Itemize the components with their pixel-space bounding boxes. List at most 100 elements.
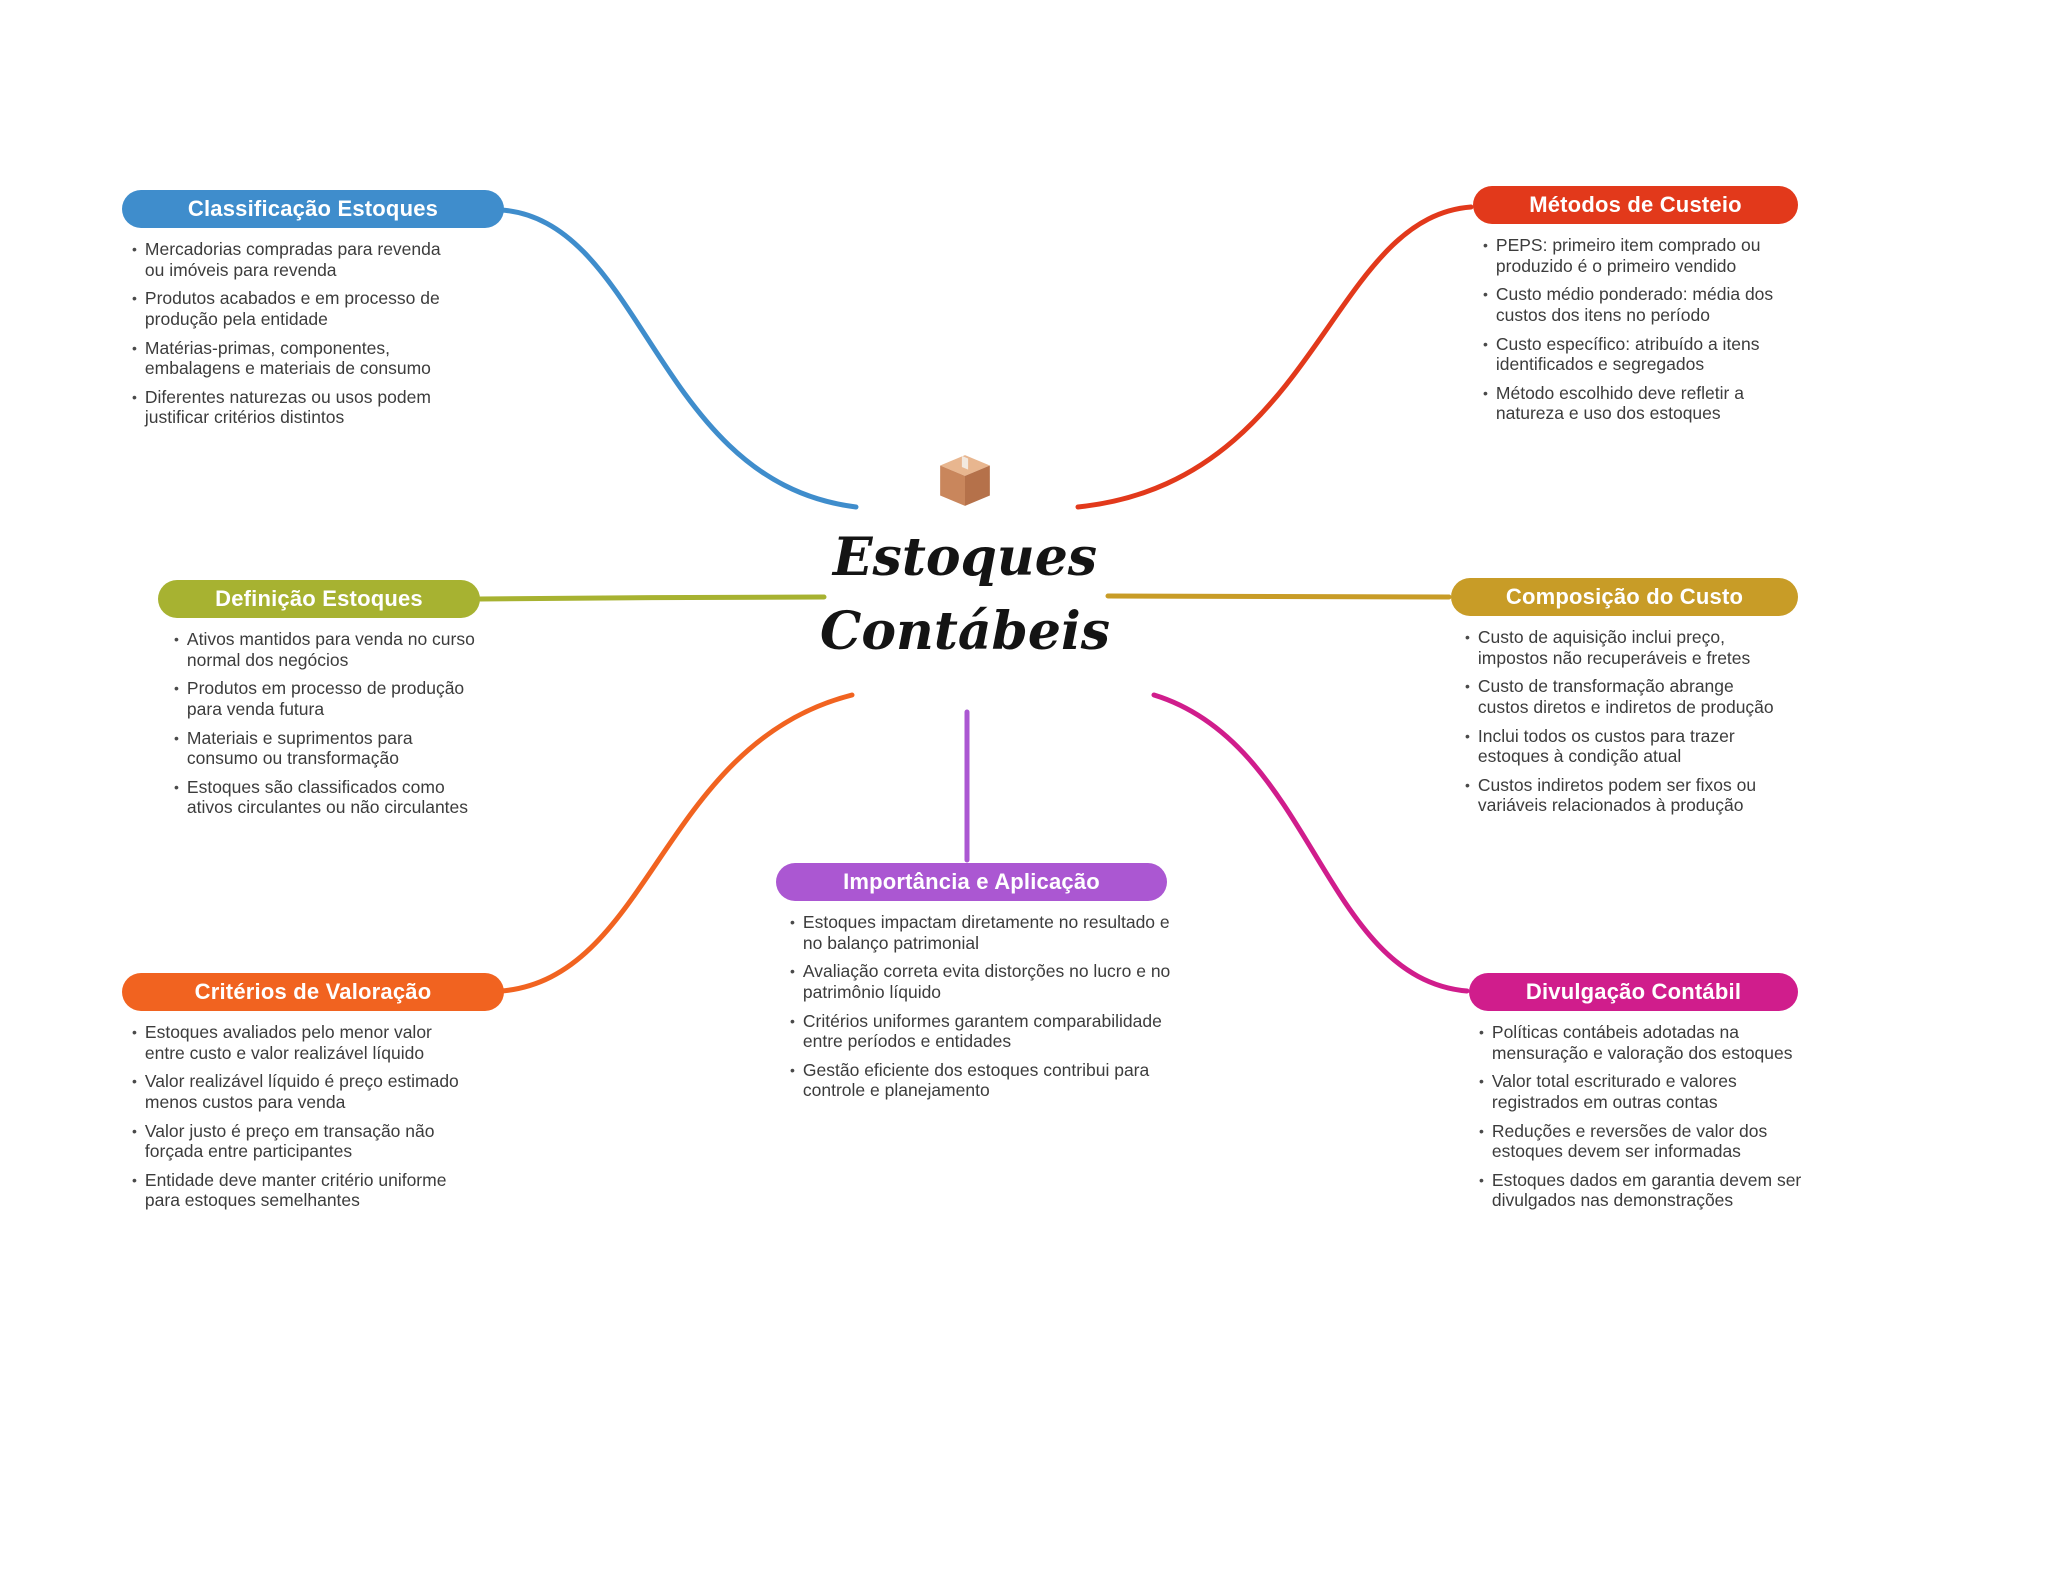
bullet-dot: • — [790, 963, 795, 980]
bullet-dot: • — [174, 729, 179, 746]
node-label: Importância e Aplicação — [843, 869, 1100, 894]
bullet-item: • Valor justo é preço em transação não fo… — [132, 1121, 462, 1162]
bullet-text: Custo específico: atribuído a itens iden… — [1495, 333, 1760, 375]
bullet-item: • Custo específico: atribuído a itens ide… — [1483, 334, 1801, 375]
bullet-text: Diferentes naturezas ou usos podem justi… — [144, 386, 431, 428]
bullet-item: •Produtos em processo de produção para v… — [174, 678, 482, 719]
bullet-dot: • — [132, 388, 137, 405]
connector-divulgacao — [1151, 692, 1470, 994]
bullet-item: • Estoques impactam diretamente no result… — [790, 912, 1172, 953]
node-divulgacao: Divulgação Contábil • Políticas contábeis… — [1469, 973, 1801, 1211]
bullet-text: Políticas contábeis adotadas na mensuraç… — [1491, 1022, 1793, 1063]
node-definicao-bullets: • Ativos mantidos para venda no curso nor… — [158, 629, 482, 818]
center-title-line2: Contábeis — [819, 600, 1111, 662]
bullet-text: Estoques são classificados como ativos c… — [186, 776, 469, 818]
node-criterios: Critérios de Valoração •Estoques avaliad… — [122, 973, 504, 1211]
node-label: Definição Estoques — [215, 586, 423, 611]
bullet-text: Produtos em processo de produção para ve… — [186, 678, 465, 719]
bullet-dot: • — [790, 1012, 795, 1029]
center-topic[interactable]: Estoques Contábeis — [765, 452, 1165, 669]
node-classificacao: Classificação Estoques • Mercadorias comp… — [122, 190, 504, 428]
bullet-dot: • — [1465, 727, 1470, 744]
node-composicao: Composição do Custo •Custo de aquisição … — [1451, 578, 1798, 816]
node-classificacao-header[interactable]: Classificação Estoques — [122, 190, 504, 228]
package-icon — [940, 455, 990, 506]
bullet-item: • Avaliação correta evita distorções no l… — [790, 961, 1172, 1002]
node-importancia: Importância e Aplicação • Estoques impact… — [776, 863, 1170, 1101]
bullet-text: Estoques impactam diretamente no resulta… — [802, 912, 1170, 953]
connector-criterios — [499, 692, 855, 994]
bullet-text: Método escolhido deve refletir a naturez… — [1495, 382, 1744, 424]
bullet-text: Reduções e reversões de valor dos estoqu… — [1491, 1120, 1768, 1162]
center-title: Estoques Contábeis — [765, 521, 1165, 669]
node-composicao-header[interactable]: Composição do Custo — [1451, 578, 1798, 616]
bullet-item: • Ativos mantidos para venda no curso nor… — [174, 629, 482, 670]
node-criterios-bullets: •Estoques avaliados pelo menor valor ent… — [122, 1022, 462, 1211]
bullet-text: Avaliação correta evita distorções no lu… — [802, 961, 1171, 1002]
bullet-dot: • — [1483, 237, 1488, 253]
node-definicao-header[interactable]: Definição Estoques — [158, 580, 480, 618]
node-importancia-bullets: • Estoques impactam diretamente no result… — [776, 912, 1172, 1101]
connector-definicao — [477, 594, 827, 602]
node-criterios-header[interactable]: Critérios de Valoração — [122, 973, 504, 1011]
bullet-text: Inclui todos os custos para trazer estoq… — [1477, 725, 1735, 767]
bullet-dot: • — [132, 1171, 137, 1188]
bullet-item: • Políticas contábeis adotadas na mensura… — [1479, 1022, 1803, 1063]
bullet-item: •Custo de aquisição inclui preço, impost… — [1465, 627, 1780, 668]
bullet-item: • Valor realizável líquido é preço estima… — [132, 1071, 462, 1112]
bullet-text: Gestão eficiente dos estoques contribui … — [802, 1059, 1150, 1101]
bullet-dot: • — [174, 631, 179, 647]
bullet-item: • Custos indiretos podem ser fixos ou var… — [1465, 775, 1780, 816]
bullet-item: • Reduções e reversões de valor dos estoq… — [1479, 1121, 1803, 1162]
connector-classificacao — [499, 207, 859, 510]
node-metodos-header[interactable]: Métodos de Custeio — [1473, 186, 1798, 224]
bullet-dot: • — [1483, 286, 1488, 303]
bullet-item: • Método escolhido deve refletir a nature… — [1483, 383, 1801, 424]
bullet-dot: • — [1483, 384, 1488, 401]
bullet-text: Estoques dados em garantia devem ser div… — [1491, 1169, 1802, 1211]
bullet-dot: • — [1479, 1171, 1484, 1188]
bullet-text: Valor total escriturado e valores regist… — [1491, 1071, 1737, 1112]
bullet-item: • Entidade deve manter critério uniforme … — [132, 1170, 462, 1211]
bullet-item: • Estoques dados em garantia devem ser di… — [1479, 1170, 1803, 1211]
bullet-dot: • — [1465, 678, 1470, 695]
bullet-text: Custos indiretos podem ser fixos ou vari… — [1477, 774, 1757, 816]
node-label: Classificação Estoques — [187, 196, 439, 221]
bullet-item: •Critérios uniformes garantem comparabil… — [790, 1011, 1172, 1052]
bullet-item: • PEPS: primeiro item comprado ou produzi… — [1483, 235, 1801, 276]
bullet-dot: • — [790, 914, 795, 930]
bullet-dot: • — [1479, 1024, 1484, 1040]
node-definicao: Definição Estoques • Ativos mantidos para… — [158, 580, 480, 818]
bullet-dot: • — [1465, 776, 1470, 793]
node-classificacao-bullets: • Mercadorias compradas para revenda ou i… — [122, 239, 462, 428]
node-divulgacao-bullets: • Políticas contábeis adotadas na mensura… — [1469, 1022, 1803, 1211]
bullet-text: Entidade deve manter critério uniforme p… — [144, 1169, 447, 1211]
bullet-item: •Produtos acabados e em processo de prod… — [132, 288, 462, 329]
bullet-text: PEPS: primeiro item comprado ou produzid… — [1495, 235, 1761, 276]
bullet-dot: • — [132, 241, 137, 257]
connector-metodos — [1075, 204, 1474, 510]
node-importancia-header[interactable]: Importância e Aplicação — [776, 863, 1167, 901]
bullet-dot: • — [790, 1061, 795, 1078]
bullet-dot: • — [1479, 1122, 1484, 1139]
bullet-item: • Inclui todos os custos para trazer esto… — [1465, 726, 1780, 767]
bullet-text: Custo médio ponderado: média dos custos … — [1495, 284, 1774, 325]
bullet-item: •Estoques são classificados como ativos … — [174, 777, 482, 818]
bullet-text: Mercadorias compradas para revenda ou im… — [144, 239, 441, 280]
connector-composicao — [1105, 593, 1452, 600]
bullet-dot: • — [132, 1073, 137, 1090]
node-label: Métodos de Custeio — [1529, 192, 1742, 217]
bullet-text: Valor realizável líquido é preço estimad… — [144, 1071, 459, 1112]
bullet-dot: • — [132, 339, 137, 356]
bullet-text: Valor justo é preço em transação não for… — [144, 1120, 435, 1162]
bullet-text: Ativos mantidos para venda no curso norm… — [186, 629, 475, 670]
bullet-dot: • — [132, 1122, 137, 1139]
bullet-dot: • — [132, 1024, 137, 1040]
node-divulgacao-header[interactable]: Divulgação Contábil — [1469, 973, 1798, 1011]
bullet-dot: • — [132, 290, 137, 307]
bullet-dot: • — [1483, 335, 1488, 352]
center-title-line1: Estoques — [832, 527, 1098, 588]
node-metodos-bullets: • PEPS: primeiro item comprado ou produzi… — [1473, 235, 1801, 424]
